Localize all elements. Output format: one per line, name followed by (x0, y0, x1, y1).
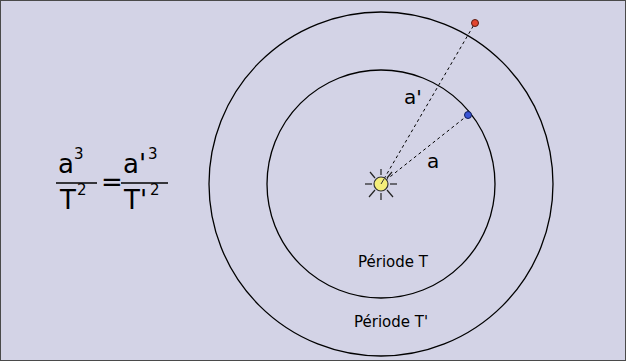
formula-exponent: 2 (150, 183, 160, 198)
fraction-bar (121, 182, 168, 184)
formula-exponent: 3 (148, 147, 158, 162)
fraction-bar (56, 182, 97, 184)
sun-rays (365, 169, 397, 200)
formula-equals: = (101, 169, 123, 195)
outer-planet (472, 20, 479, 27)
formula-term: T' (124, 187, 147, 213)
sun (374, 177, 388, 191)
radius-line (381, 23, 475, 184)
outer-orbit (209, 12, 553, 356)
formula-exponent: 2 (77, 183, 87, 198)
period-label: Période T (358, 255, 428, 270)
radius-line (381, 115, 468, 184)
formula-term: a (58, 151, 74, 177)
formula-term: T (60, 187, 76, 213)
radius-label: a' (404, 87, 422, 107)
period-label: Période T' (354, 315, 428, 330)
inner-orbit (267, 70, 495, 298)
formula-term: a' (123, 151, 146, 177)
radius-label: a (427, 151, 439, 171)
sun-mark (381, 179, 384, 184)
inner-planet (465, 112, 472, 119)
formula-exponent: 3 (74, 147, 84, 162)
